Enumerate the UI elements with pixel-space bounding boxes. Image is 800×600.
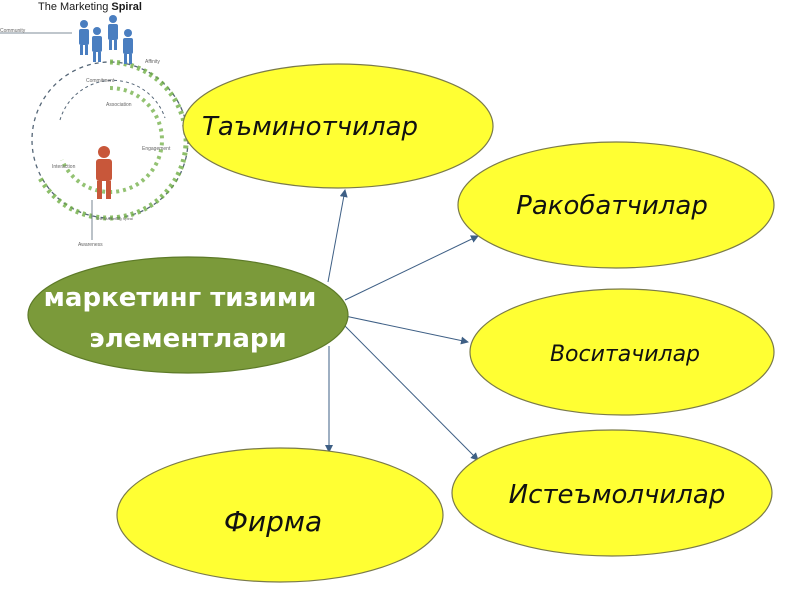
node-consumers-label: Истеъмолчилар	[509, 480, 726, 510]
spiral-title: The Marketing Spiral	[38, 1, 142, 13]
arrow-to-suppliers	[327, 189, 348, 283]
center-title-line-2: элементлари	[89, 324, 286, 354]
marketing-spiral-graphic: The Marketing Spiral Commun	[0, 1, 189, 248]
node-consumers: Истеъмолчилар	[451, 429, 773, 557]
arrow-to-competitors	[344, 235, 479, 301]
spiral-label-affinity: Affinity	[145, 59, 160, 65]
node-consumers-shape	[451, 429, 773, 557]
node-intermediaries-label: Воситачилар	[550, 342, 700, 367]
arrow-to-intermediaries	[344, 315, 469, 345]
node-center-shape	[27, 256, 349, 374]
spiral-label-awareness: Awareness	[78, 242, 103, 248]
spiral-footer-caption: The Marketing Spiral	[96, 216, 133, 221]
node-suppliers: Таъминотчилар	[182, 63, 494, 189]
arrow-to-consumers	[344, 325, 479, 461]
node-suppliers-shape	[182, 63, 494, 189]
spiral-label-commitment: Commitment	[86, 78, 115, 84]
node-competitors-label: Ракобатчилар	[516, 191, 708, 221]
spiral-label-association: Association	[106, 102, 132, 108]
spiral-green-band-outer	[37, 59, 189, 221]
node-firm: Фирма	[116, 447, 444, 583]
node-center: маркетинг тизими элементлари	[27, 256, 349, 374]
node-intermediaries: Воситачилар	[469, 288, 775, 416]
individual-person-icon	[96, 146, 112, 199]
connector-arrows	[325, 189, 479, 461]
node-intermediaries-shape	[469, 288, 775, 416]
spiral-label-engagement: Engagement	[142, 146, 171, 152]
spiral-label-community: Community	[0, 28, 26, 34]
node-suppliers-label: Таъминотчилар	[202, 112, 418, 142]
community-people-icon	[79, 15, 133, 64]
center-title-line-1: маркетинг тизими	[44, 283, 317, 313]
spiral-green-band-inner	[60, 86, 164, 194]
node-competitors-shape	[457, 141, 775, 269]
node-firm-label: Фирма	[224, 505, 322, 538]
spiral-label-interaction: Interaction	[52, 164, 76, 170]
spiral-inner-arc	[59, 79, 166, 121]
node-firm-shape	[116, 447, 444, 583]
node-competitors: Ракобатчилар	[457, 141, 775, 269]
